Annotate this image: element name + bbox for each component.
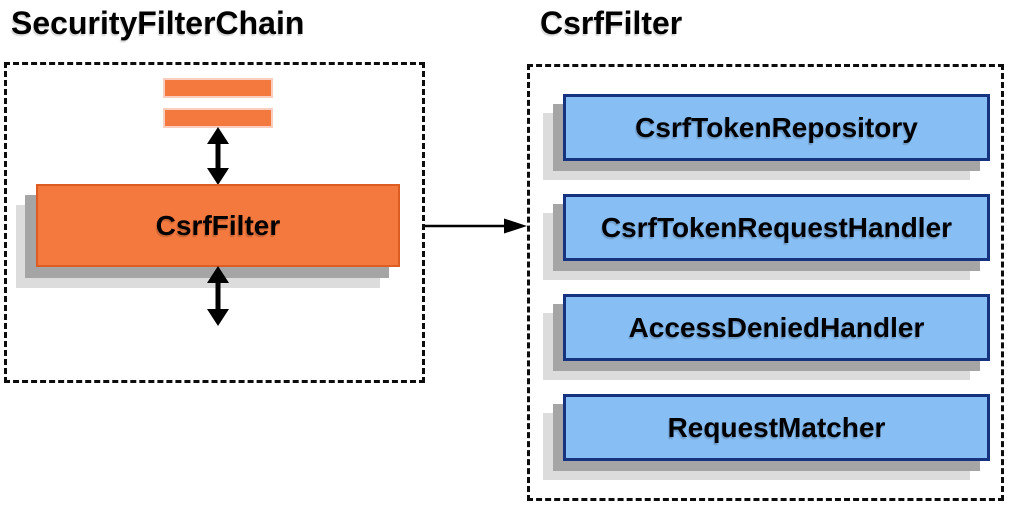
security-filter-chain-panel: CsrfFilter bbox=[4, 62, 425, 383]
component-box-label: CsrfTokenRequestHandler bbox=[600, 211, 953, 243]
component-box-access-denied-handler: AccessDeniedHandler bbox=[563, 294, 990, 361]
component-box-label: CsrfTokenRepository bbox=[635, 111, 918, 143]
up-down-arrow-icon bbox=[203, 127, 233, 185]
component-box-csrf-token-repository: CsrfTokenRepository bbox=[563, 94, 990, 161]
filter-placeholder-bar-top-2 bbox=[163, 108, 273, 128]
component-box-request-matcher: RequestMatcher bbox=[563, 394, 990, 461]
filter-placeholder-bar-top-1 bbox=[163, 78, 273, 98]
csrf-filter-box: CsrfFilter bbox=[36, 184, 400, 267]
left-panel-title: SecurityFilterChain bbox=[11, 5, 305, 41]
csrf-filter-box-label: CsrfFilter bbox=[155, 209, 281, 241]
component-box-csrf-token-request-handler: CsrfTokenRequestHandler bbox=[563, 194, 990, 261]
right-panel-title: CsrfFilter bbox=[540, 5, 683, 41]
right-arrow-icon bbox=[425, 216, 527, 236]
up-down-arrow-icon bbox=[203, 266, 233, 326]
component-box-label: AccessDeniedHandler bbox=[628, 311, 925, 343]
component-box-label: RequestMatcher bbox=[667, 411, 886, 443]
csrf-filter-components-panel: CsrfTokenRepository CsrfTokenRequestHand… bbox=[527, 64, 1004, 501]
